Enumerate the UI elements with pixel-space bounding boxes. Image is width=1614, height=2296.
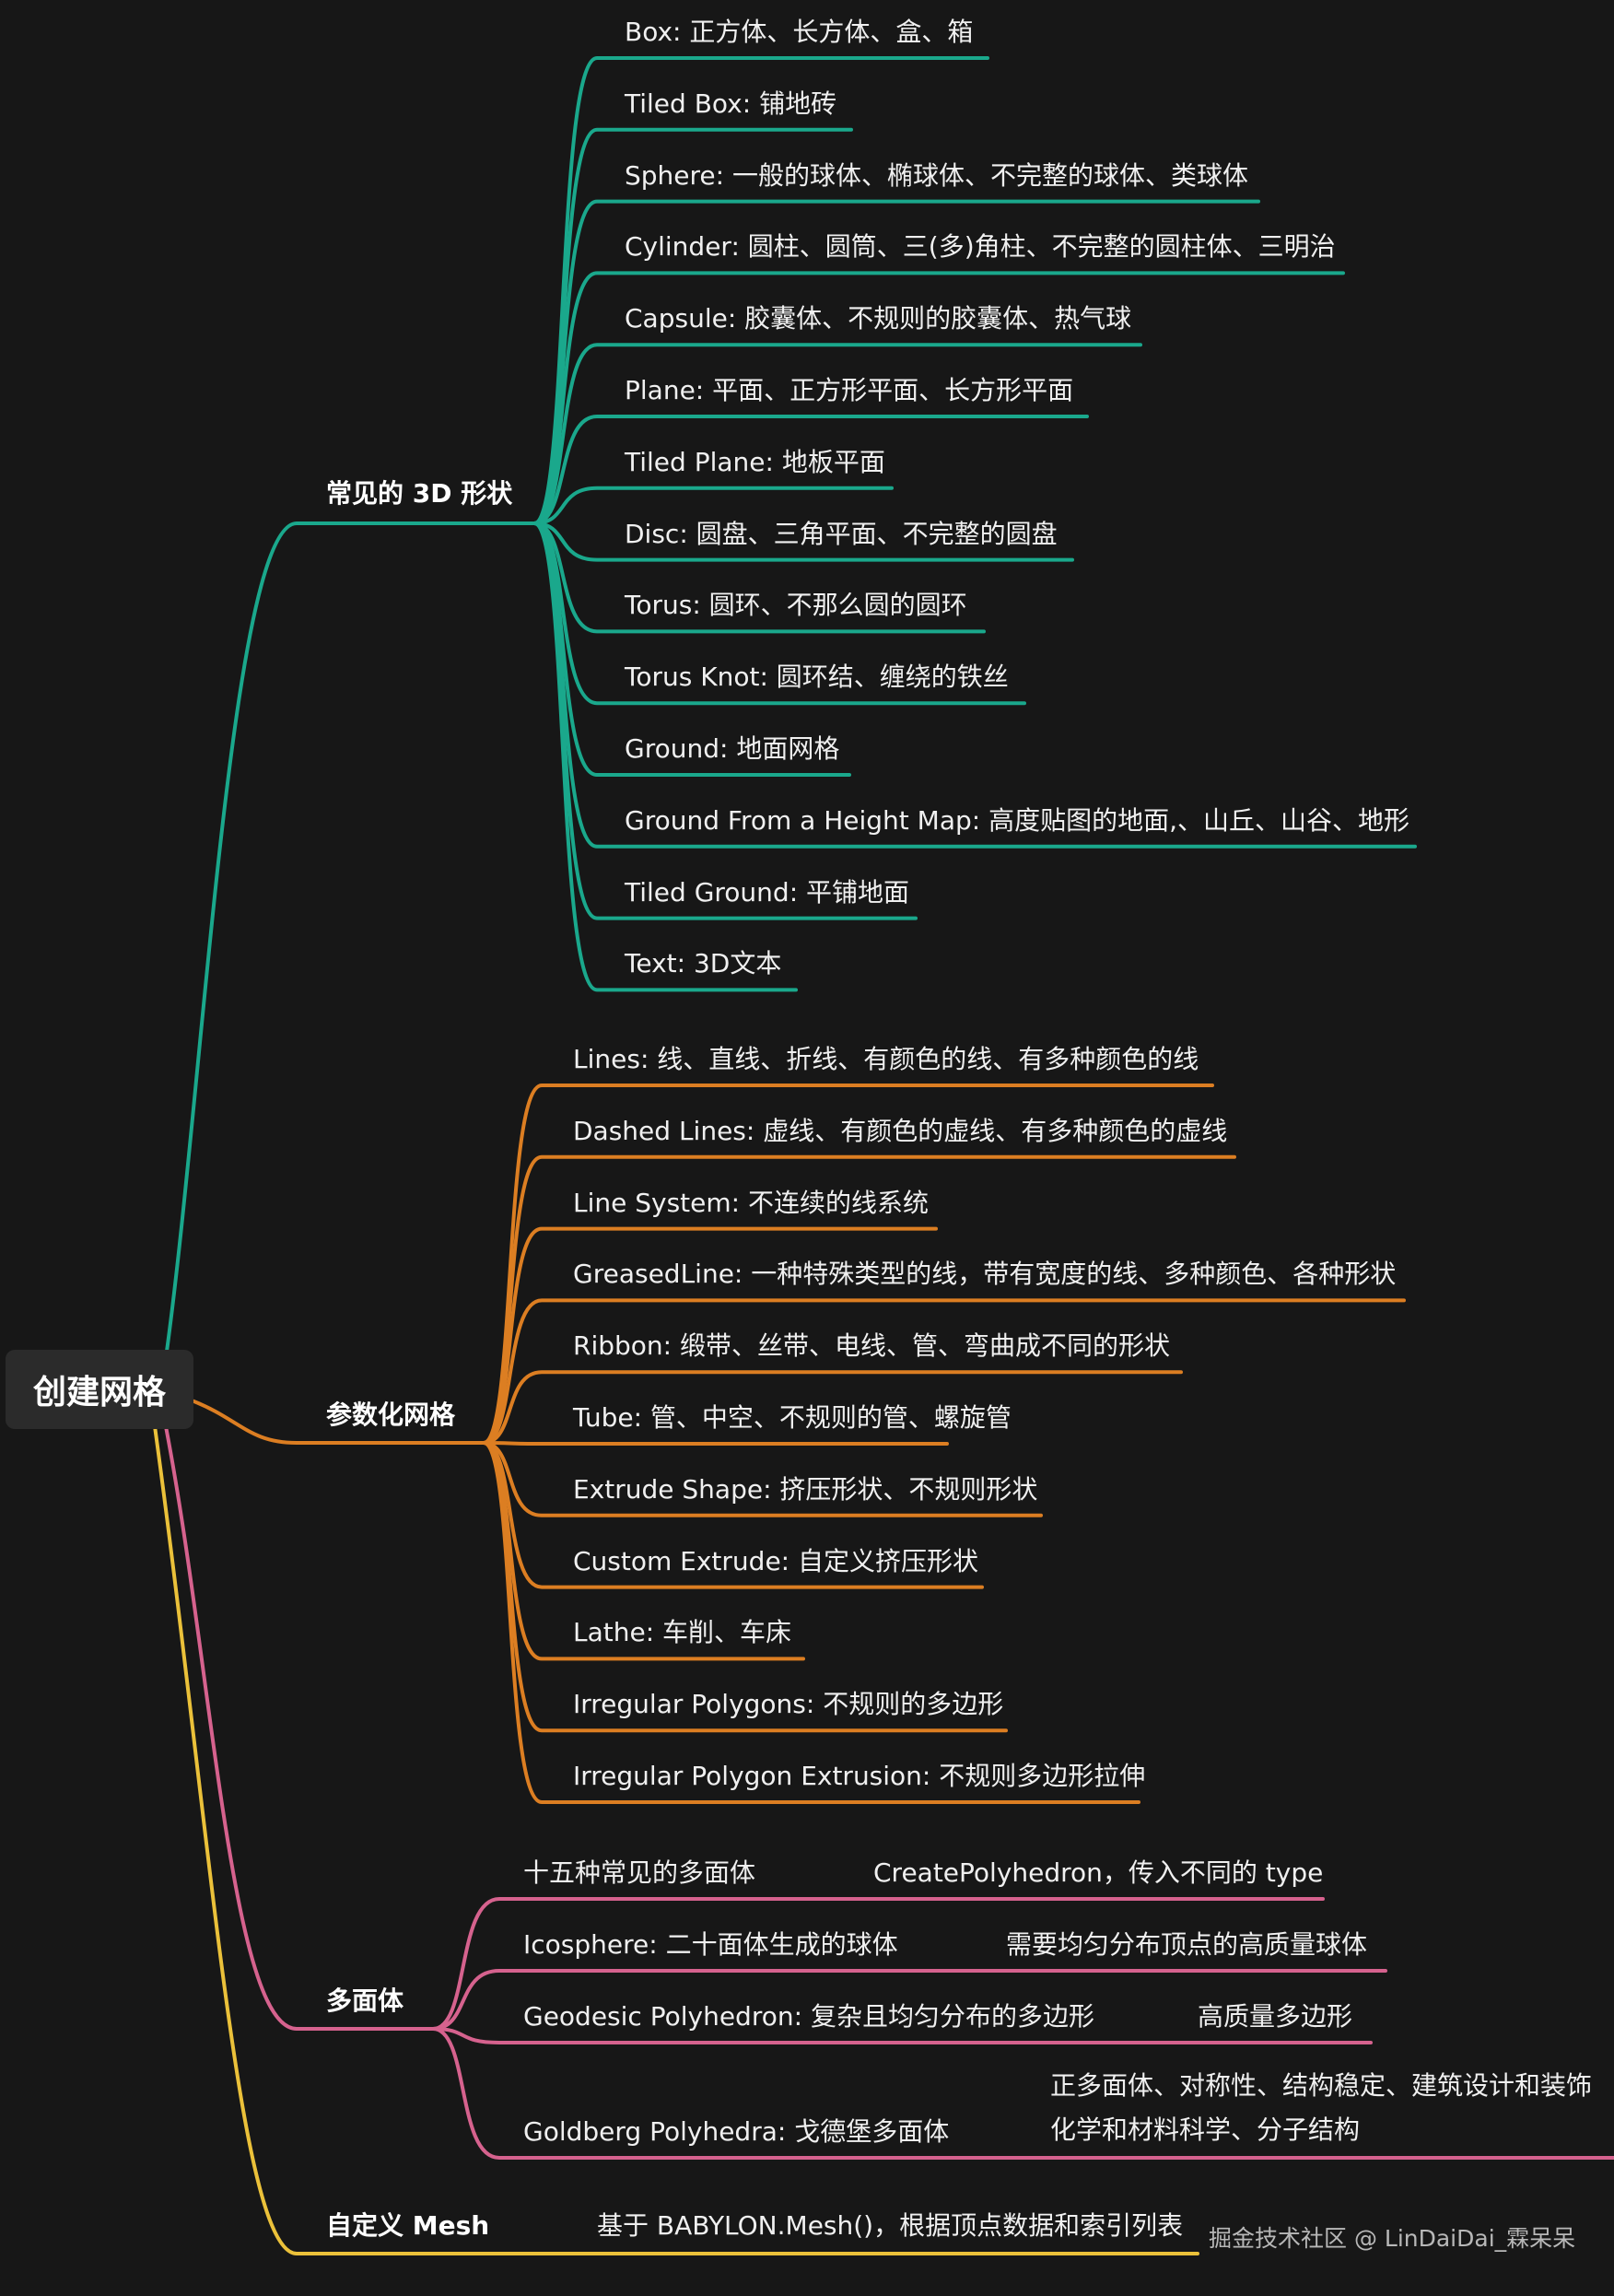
polyhedra-note: 正多面体、对称性、结构稳定、建筑设计和装饰: [1050, 2070, 1593, 2101]
connector-shapes-12: [532, 521, 918, 920]
branch-connector-custom: [153, 1424, 1199, 2255]
parametric-item[interactable]: Dashed Lines: 虚线、有颜色的虚线、有多种颜色的虚线: [573, 1115, 1228, 1146]
polyhedra-note: CreatePolyhedron，传入不同的 type: [873, 1857, 1324, 1888]
connector-polyhedra-2: [431, 2027, 1373, 2044]
parametric-item[interactable]: Lines: 线、直线、折线、有颜色的线、有多种颜色的线: [573, 1044, 1199, 1074]
connector-shapes-13: [532, 521, 798, 992]
shape-item[interactable]: Ground: 地面网格: [625, 733, 840, 764]
branch-label-parametric[interactable]: 参数化网格: [326, 1400, 456, 1430]
connector-polyhedra-1: [431, 1969, 1387, 2031]
shape-item[interactable]: Plane: 平面、正方形平面、长方形平面: [625, 375, 1074, 405]
connector-shapes-7: [532, 521, 1074, 562]
connector-shapes-5: [532, 415, 1089, 525]
polyhedra-item[interactable]: Geodesic Polyhedron: 复杂且均匀分布的多边形: [523, 2001, 1094, 2032]
parametric-item[interactable]: Custom Extrude: 自定义挤压形状: [573, 1545, 979, 1576]
connector-polyhedra-3: [431, 2027, 1614, 2160]
branch-label-polyhedra[interactable]: 多面体: [326, 1986, 404, 2016]
branch-connector-polyhedra: [162, 1415, 435, 2031]
branch-label-custom[interactable]: 自定义 Mesh: [326, 2210, 490, 2241]
connector-parametric-4: [482, 1370, 1183, 1445]
connector-shapes-6: [532, 486, 894, 525]
parametric-item[interactable]: Ribbon: 缎带、丝带、电线、管、弯曲成不同的形状: [573, 1330, 1170, 1362]
parametric-item[interactable]: Irregular Polygon Extrusion: 不规则多边形拉伸: [573, 1761, 1146, 1791]
connector-parametric-10: [482, 1441, 1140, 1804]
parametric-item[interactable]: Line System: 不连续的线系统: [573, 1187, 929, 1218]
branch-label-shapes[interactable]: 常见的 3D 形状: [326, 478, 513, 509]
polyhedra-item[interactable]: Goldberg Polyhedra: 戈德堡多面体: [523, 2116, 950, 2147]
shape-item[interactable]: Disc: 圆盘、三角平面、不完整的圆盘: [625, 518, 1058, 549]
shape-item[interactable]: Torus Knot: 圆环结、缠绕的铁丝: [625, 662, 1009, 693]
shape-item[interactable]: Cylinder: 圆柱、圆筒、三(多)角柱、不完整的圆柱体、三明治: [625, 231, 1336, 263]
connector-shapes-4: [532, 343, 1142, 525]
polyhedra-item[interactable]: 十五种常见的多面体: [523, 1857, 756, 1888]
custom-note: 基于 BABYLON.Mesh()，根据顶点数据和索引列表: [597, 2210, 1184, 2241]
parametric-item[interactable]: Extrude Shape: 挤压形状、不规则形状: [573, 1473, 1038, 1505]
parametric-item[interactable]: Lathe: 车削、车床: [573, 1617, 792, 1648]
connector-shapes-8: [532, 521, 986, 634]
connector-parametric-5: [482, 1441, 949, 1446]
parametric-item[interactable]: Irregular Polygons: 不规则的多边形: [573, 1689, 1004, 1720]
connector-parametric-3: [482, 1298, 1406, 1445]
shape-item[interactable]: Tiled Box: 铺地砖: [625, 88, 837, 119]
connector-polyhedra-0: [431, 1897, 1325, 2031]
shape-item[interactable]: Capsule: 胶囊体、不规则的胶囊体、热气球: [625, 303, 1132, 334]
shape-item[interactable]: Text: 3D文本: [625, 948, 782, 979]
connector-parametric-2: [482, 1226, 938, 1445]
shape-item[interactable]: Tiled Plane: 地板平面: [625, 446, 885, 477]
shape-item[interactable]: Sphere: 一般的球体、椭球体、不完整的球体、类球体: [625, 159, 1248, 191]
shape-item[interactable]: Box: 正方体、长方体、盒、箱: [625, 17, 974, 47]
watermark: 掘金技术社区 @ LinDaiDai_霖呆呆: [1209, 2225, 1576, 2252]
parametric-item[interactable]: Tube: 管、中空、不规则的管、螺旋管: [573, 1402, 1012, 1433]
polyhedra-note: 化学和材料科学、分子结构: [1050, 2114, 1361, 2145]
polyhedra-note: 高质量多边形: [1198, 2001, 1353, 2032]
parametric-item[interactable]: GreasedLine: 一种特殊类型的线，带有宽度的线、多种颜色、各种形状: [573, 1259, 1397, 1290]
branch-connector-parametric: [190, 1399, 485, 1445]
shape-item[interactable]: Torus: 圆环、不那么圆的圆环: [625, 590, 967, 621]
branch-connector-shapes: [162, 521, 536, 1373]
connector-shapes-3: [532, 271, 1345, 525]
root-node[interactable]: 创建网格: [6, 1350, 193, 1429]
shape-item[interactable]: Ground From a Height Map: 高度贴图的地面,、山丘、山谷…: [625, 804, 1410, 836]
shape-item[interactable]: Tiled Ground: 平铺地面: [625, 876, 910, 908]
polyhedra-item[interactable]: Icosphere: 二十面体生成的球体: [523, 1929, 898, 1960]
polyhedra-note: 需要均匀分布顶点的高质量球体: [1006, 1929, 1368, 1960]
